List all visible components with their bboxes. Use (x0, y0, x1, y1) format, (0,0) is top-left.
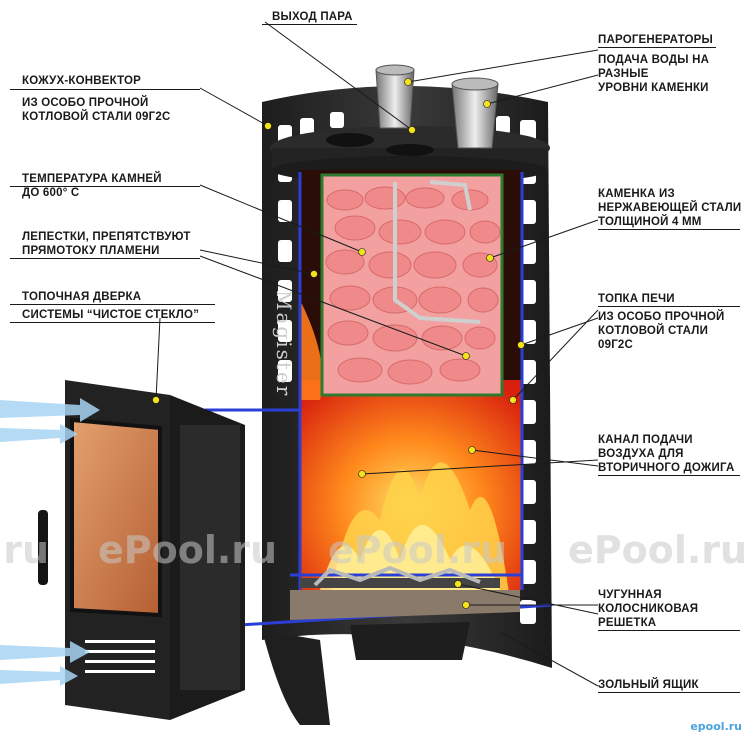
label-air-channel: КАНАЛ ПОДАЧИ ВОЗДУХА ДЛЯ ВТОРИЧНОГО ДОЖИ… (598, 434, 735, 474)
watermark-left: ePool.ru (0, 528, 50, 572)
label-convector-desc: ИЗ ОСОБО ПРОЧНОЙ КОТЛОВОЙ СТАЛИ 09Г2С (22, 97, 171, 123)
label-convector-title: КОЖУХ-КОНВЕКТОР (22, 75, 142, 87)
label-grate: ЧУГУННАЯ КОЛОСНИКОВАЯ РЕШЕТКА (598, 589, 699, 629)
label-steam-generators: ПАРОГЕНЕРАТОРЫ (598, 34, 714, 46)
label-stone-temp: ТЕМПЕРАТУРА КАМНЕЙ ДО 600° С (22, 173, 162, 199)
label-firebox-title: ТОПКА ПЕЧИ (598, 293, 675, 305)
rule-steam-generators (598, 47, 716, 48)
cast-iron-grate (300, 565, 500, 588)
label-door-title: ТОПОЧНАЯ ДВЕРКА (22, 291, 142, 303)
ash-drawer (290, 590, 520, 620)
fire (300, 300, 522, 600)
rule-ash-box (598, 692, 740, 693)
watermark-mid: ePool.ru (328, 528, 508, 572)
watermark-center: ePool.ru (98, 528, 278, 572)
rule-convector (10, 89, 200, 90)
rule-stone-temp (10, 186, 200, 187)
steam-generators (375, 64, 499, 149)
label-steam-outlet: ВЫХОД ПАРА (272, 11, 353, 23)
stone-compartment (320, 173, 504, 397)
rule-air-channel (598, 475, 740, 476)
leader-lines (155, 21, 599, 687)
corner-logo: epool.ru (690, 720, 742, 733)
label-heater: КАМЕНКА ИЗ НЕРЖАВЕЮЩЕЙ СТАЛИ ТОЛЩИНОЙ 4 … (598, 188, 742, 228)
label-firebox-desc: ИЗ ОСОБО ПРОЧНОЙ КОТЛОВОЙ СТАЛИ 09Г2С (598, 311, 725, 351)
rule-door-desc (10, 322, 215, 323)
rule-petals (10, 258, 200, 259)
air-flow-arrows (0, 398, 100, 686)
label-water-supply: ПОДАЧА ВОДЫ НА РАЗНЫЕ УРОВНИ КАМЕНКИ (598, 54, 710, 94)
firebox-door (38, 380, 245, 720)
stones (325, 186, 501, 385)
steam-outlet-pipe (326, 133, 374, 147)
label-door-desc: СИСТЕМЫ “ЧИСТОЕ СТЕКЛО” (22, 309, 200, 321)
label-ash-box: ЗОЛЬНЫЙ ЯЩИК (598, 679, 699, 691)
label-petals: ЛЕПЕСТКИ, ПРЕПЯТСТВУЮТ ПРЯМОТОКУ ПЛАМЕНИ (22, 231, 191, 257)
pointer-dots (152, 78, 525, 609)
brand-lettering: Magister (272, 290, 296, 398)
rule-heater (598, 229, 740, 230)
rule-firebox (598, 306, 740, 307)
watermark-right: ePool.ru (568, 528, 748, 572)
rule-grate (598, 630, 740, 631)
rule-door (10, 304, 215, 305)
rule-steam-outlet (262, 24, 357, 25)
